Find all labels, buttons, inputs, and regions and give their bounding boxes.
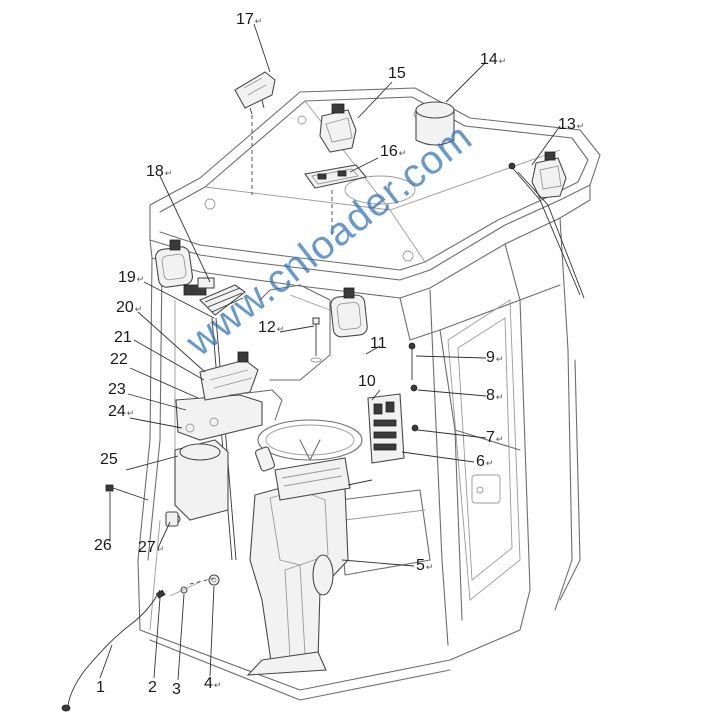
callout-25: 25: [100, 451, 118, 468]
work-lamp-front-left: [155, 239, 193, 288]
work-lamp-front-right: [330, 287, 368, 338]
callout-12: 12↵: [258, 319, 285, 336]
left-console: [174, 351, 283, 521]
work-lamp-rear-left: [319, 103, 357, 153]
bolt-12: [310, 317, 322, 363]
callout-21: 21: [114, 329, 132, 346]
dome-light: [304, 164, 368, 235]
rotating-beacon: [415, 101, 455, 146]
leader-lines: [99, 23, 561, 681]
callout-15: 15: [388, 65, 406, 82]
callout-26: 26: [94, 537, 112, 554]
rear-wiper: [508, 162, 585, 299]
fuse-box: [367, 342, 419, 464]
callout-18: 18↵: [146, 163, 173, 180]
callout-11: 11: [370, 335, 387, 352]
callout-9: 9↵: [486, 349, 504, 366]
callout-23: 23: [108, 381, 126, 398]
cab-roof: [149, 87, 601, 299]
callout-27: 27↵: [138, 539, 165, 556]
callout-3: 3: [172, 681, 181, 698]
callout-19: 19↵: [118, 269, 145, 286]
callout-8: 8↵: [486, 387, 504, 404]
callout-6: 6↵: [476, 453, 494, 470]
steering-column: [246, 419, 373, 676]
cab-body: [137, 217, 581, 701]
callout-16: 16↵: [380, 143, 407, 160]
callout-14: 14↵: [480, 51, 507, 68]
callout-2: 2: [148, 679, 157, 696]
roof-bracket: [234, 71, 276, 195]
callout-24: 24↵: [108, 403, 135, 420]
callout-13: 13↵: [558, 116, 585, 133]
callout-1: 1: [96, 679, 105, 696]
callout-22: 22: [110, 351, 128, 368]
fittings: [105, 484, 220, 599]
callout-4: 4↵: [204, 675, 222, 692]
callout-5: 5↵: [416, 557, 434, 574]
front-wiper-motor: [183, 277, 246, 316]
callout-7: 7↵: [486, 429, 504, 446]
callout-20: 20↵: [116, 299, 143, 316]
front-wiper-arm: [211, 317, 237, 561]
drain-hose: [61, 589, 161, 712]
work-lamp-rear-right: [531, 151, 567, 199]
callout-17: 17↵: [236, 11, 263, 28]
callout-10: 10: [358, 373, 376, 390]
